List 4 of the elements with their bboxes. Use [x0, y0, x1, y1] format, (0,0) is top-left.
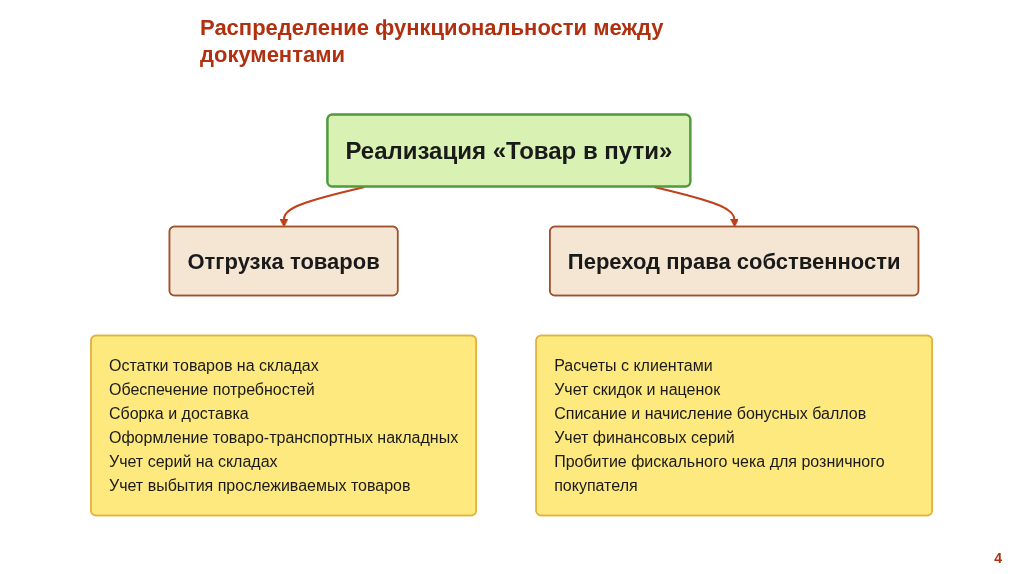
page-number: 4	[994, 550, 1002, 566]
slide-title: Распределение функциональности между документами	[200, 14, 665, 68]
arrow	[279, 186, 366, 228]
arrow	[653, 186, 740, 228]
